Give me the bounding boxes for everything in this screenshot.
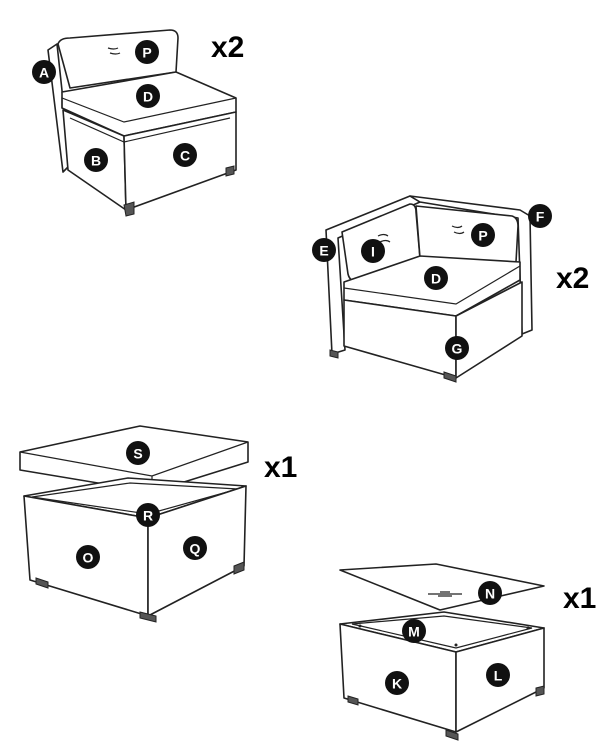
corner-seat-quantity: x2 [556,262,590,295]
svg-text:Q: Q [190,541,201,557]
table-figure [339,563,545,741]
svg-text:N: N [485,586,495,602]
ottoman-label-o: O [76,545,100,569]
corner-seat-label-g: G [445,336,469,360]
svg-text:E: E [319,243,328,259]
corner-seat-label-i: I [361,239,385,263]
svg-text:S: S [133,446,142,462]
middle-seat-label-b: B [84,148,108,172]
table-label-n: N [478,581,502,605]
svg-text:A: A [39,65,49,81]
ottoman-quantity: x1 [264,451,298,484]
middle-seat-quantity: x2 [211,31,245,64]
table-glass-top [339,563,545,611]
svg-text:L: L [494,668,503,684]
svg-text:P: P [478,228,487,244]
corner-seat-label-p: P [471,223,495,247]
corner-seat-right-rail [409,195,533,335]
middle-seat-label-a: A [32,60,56,84]
svg-text:I: I [371,244,375,260]
svg-text:G: G [452,341,463,357]
middle-seat-label-p: P [135,40,159,64]
ottoman-label-r: R [136,503,160,527]
corner-seat-figure [325,195,533,383]
ottoman-label-s: S [126,441,150,465]
corner-seat-label-d: D [424,266,448,290]
svg-text:D: D [431,271,441,287]
svg-text:M: M [408,624,420,640]
svg-text:R: R [143,508,153,524]
corner-seat-label-f: F [528,204,552,228]
svg-text:F: F [536,209,545,225]
part-label-badges: A P D B C E F I P D G S R O Q N M K L [32,40,552,695]
ottoman-label-q: Q [183,536,207,560]
svg-text:O: O [83,550,94,566]
table-quantity: x1 [563,582,597,615]
corner-seat-label-e: E [312,238,336,262]
svg-text:K: K [392,676,402,692]
table-label-k: K [385,671,409,695]
svg-text:D: D [143,89,153,105]
table-label-l: L [486,663,510,687]
svg-text:B: B [91,153,101,169]
middle-seat-label-c: C [173,143,197,167]
table-label-m: M [402,619,426,643]
svg-text:P: P [142,45,151,61]
middle-seat-label-d: D [136,84,160,108]
corner-seat-back-right [415,205,519,263]
svg-text:C: C [180,148,190,164]
